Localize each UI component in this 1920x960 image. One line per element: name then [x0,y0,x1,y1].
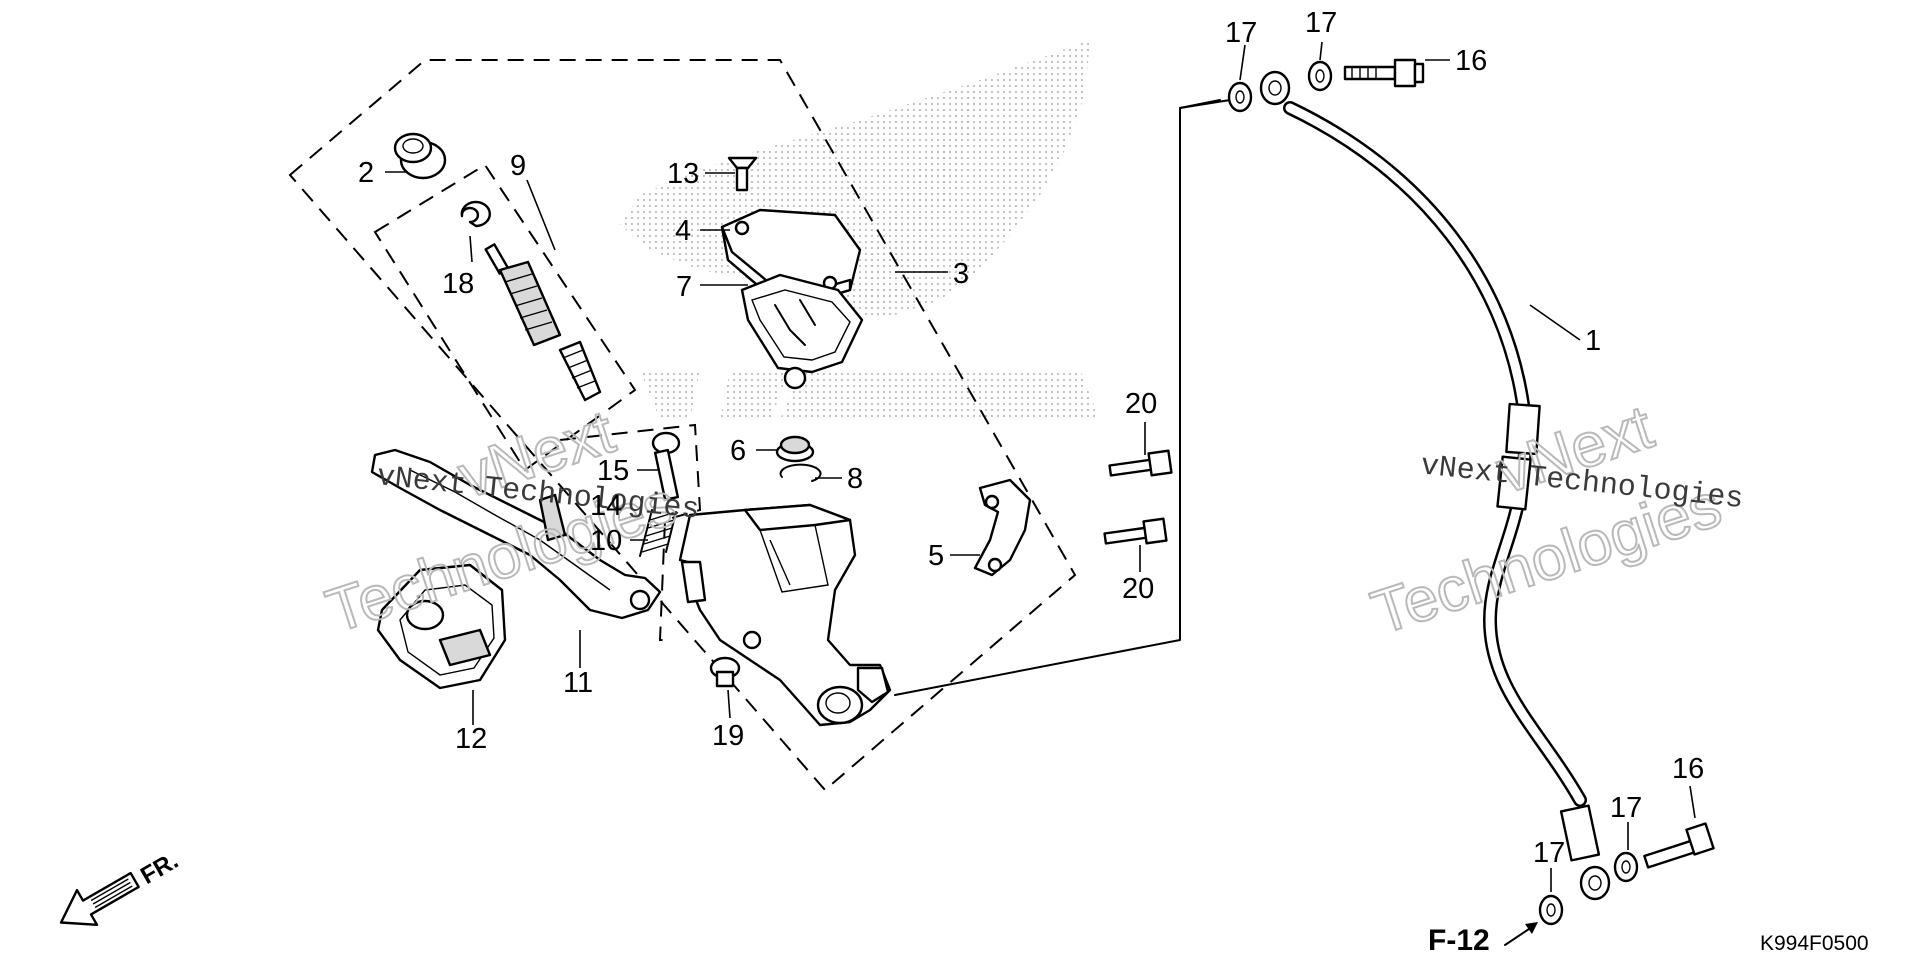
brake-hose-part [1283,101,1601,862]
brake-lever-part [370,448,662,620]
callout-16-upper: 16 [1455,45,1487,77]
pivot-bolt-outline [559,423,702,641]
callout-5: 5 [928,540,944,572]
lower-washer-left-part [1538,894,1564,926]
callout-3: 3 [953,258,969,290]
front-direction-arrow: FR. [59,847,183,927]
holder-part [973,478,1032,577]
piston-set-part [484,243,602,402]
callout-17-upper-right: 17 [1305,7,1337,39]
hose-routing-lines [894,99,1231,696]
cap-screw-part [727,156,758,192]
holder-bolt-lower-part [1103,517,1168,545]
switch-housing-part [376,563,507,690]
watermark-right: vNext Technologies vNext Technologies [1363,392,1745,649]
callout-13: 13 [667,158,699,190]
leader-lines [385,41,1696,892]
holder-bolt-upper-part [1108,449,1173,477]
callout-18: 18 [442,268,474,300]
spring-part [639,509,677,557]
callout-17-lower-right: 17 [1610,792,1642,824]
front-direction-label: FR. [136,847,183,890]
upper-banjo-bolt-part [1343,58,1425,88]
callout-1: 1 [1585,325,1601,357]
upper-banjo-fitting [1259,70,1291,106]
callout-12: 12 [455,723,487,755]
reference-label: F-12 [1428,924,1490,957]
diagram-code: K994F0500 [1760,932,1869,955]
callout-19: 19 [712,720,744,752]
callout-17-upper-left: 17 [1225,17,1257,49]
lower-banjo-bolt-part [1643,822,1715,869]
callout-8: 8 [847,463,863,495]
callout-2: 2 [358,157,374,189]
reference-callout: F-12 [1428,922,1538,957]
callout-9: 9 [510,150,526,182]
lower-washer-right-part [1613,851,1639,883]
callout-20-lower: 20 [1122,573,1154,605]
pivot-bolt-part [651,431,681,501]
callout-14: 14 [590,490,622,522]
lower-banjo-fitting [1579,865,1611,901]
callout-11: 11 [563,667,593,699]
upper-washer-right-part [1307,60,1333,92]
callout-15: 15 [597,455,629,487]
boot-part [393,132,447,180]
plug-part [709,656,741,688]
callout-6: 6 [730,435,746,467]
diaphragm-part [740,273,864,390]
callout-10: 10 [590,525,622,557]
clip-part [779,463,822,482]
circlip-part [460,200,491,228]
callout-7: 7 [676,271,692,303]
master-cylinder-body-part [678,503,892,727]
upper-washer-left-part [1227,81,1253,113]
callout-17-lower-left: 17 [1533,837,1565,869]
background-wing-logo [620,40,1100,420]
reservoir-cap-part [720,208,862,304]
master-cylinder-outline [288,59,1077,792]
piston-set-outline [373,163,637,472]
assembly-outline-group [288,59,1077,792]
callout-labels: 2 9 18 13 4 3 7 6 8 5 15 14 10 11 12 19 … [358,7,1704,869]
callout-16-lower: 16 [1672,753,1704,785]
seal-part [775,435,815,463]
callout-4: 4 [675,215,691,247]
callout-20-upper: 20 [1125,388,1157,420]
